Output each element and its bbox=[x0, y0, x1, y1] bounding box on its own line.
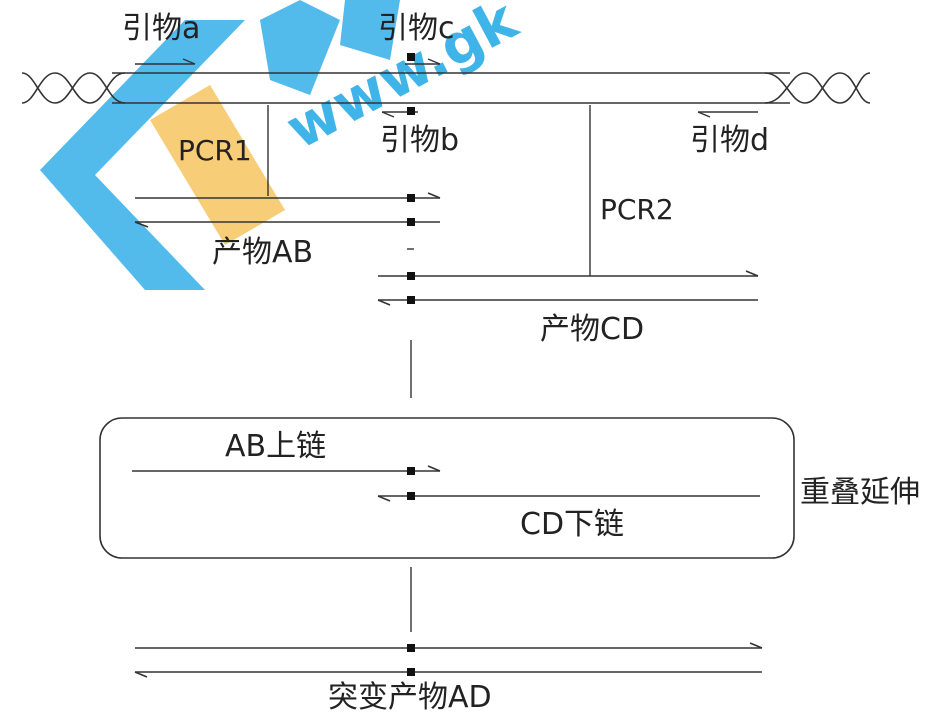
primer-c-arrow bbox=[405, 58, 441, 65]
cd-lower-label: CD下链 bbox=[520, 507, 625, 542]
watermark-logo bbox=[40, 0, 400, 290]
mutation-marker bbox=[407, 492, 415, 500]
watermark-glyph-1 bbox=[260, 0, 340, 95]
mutation-marker bbox=[407, 644, 415, 652]
mutation-marker bbox=[407, 107, 415, 115]
mutant-product-ad bbox=[134, 642, 763, 678]
dna-left-helix bbox=[21, 72, 126, 104]
primer-d-arrow bbox=[697, 111, 758, 118]
mutation-marker bbox=[407, 194, 415, 202]
pcr2-label: PCR2 bbox=[600, 193, 674, 226]
mutation-marker bbox=[407, 218, 415, 226]
ab-upper-label: AB上链 bbox=[225, 429, 327, 464]
ab-upper-strand bbox=[132, 465, 441, 472]
watermark-chevron-yellow bbox=[150, 85, 285, 245]
overlap-extension-label: 重叠延伸 bbox=[800, 475, 920, 510]
mutation-marker bbox=[407, 53, 415, 61]
primer-a-arrow bbox=[135, 58, 196, 65]
primer-c-label: 引物c bbox=[378, 11, 455, 46]
dna-right-helix bbox=[764, 72, 871, 104]
primer-a-label: 引物a bbox=[122, 11, 201, 46]
product-ab bbox=[134, 192, 441, 228]
product-cd-label: 产物CD bbox=[540, 312, 645, 347]
mutation-marker bbox=[407, 668, 415, 676]
mutant-product-ad-label: 突变产物AD bbox=[328, 680, 492, 715]
mutation-marker bbox=[407, 296, 415, 304]
primer-b-label: 引物b bbox=[380, 123, 460, 158]
mutation-marker bbox=[407, 467, 415, 475]
mutation-marker bbox=[407, 272, 415, 280]
product-ab-label: 产物AB bbox=[212, 235, 314, 270]
watermark-glyph-2 bbox=[340, 0, 400, 60]
pcr1-label: PCR1 bbox=[178, 134, 252, 167]
cd-lower-strand bbox=[377, 495, 760, 502]
dna-template bbox=[21, 72, 871, 104]
product-cd bbox=[377, 270, 759, 306]
overlap-extension-box bbox=[99, 417, 795, 559]
watermark-chevron-blue bbox=[40, 20, 245, 290]
primer-d-label: 引物d bbox=[690, 123, 770, 158]
